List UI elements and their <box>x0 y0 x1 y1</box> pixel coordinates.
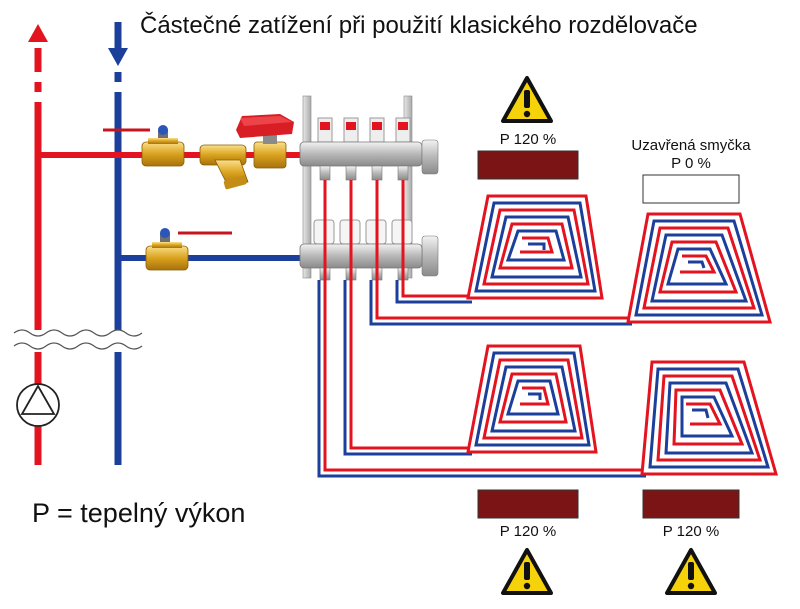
warning-icon <box>501 76 553 123</box>
diagram-title: Částečné zatížení při použití klasického… <box>140 12 698 39</box>
ball-valve-icon <box>103 125 185 167</box>
legend-text: P = tepelný výkon <box>32 498 246 528</box>
arrow-up-icon <box>28 24 48 42</box>
warning-icon <box>501 548 553 595</box>
actuator-icon <box>236 114 294 169</box>
heating-loop-4 <box>640 360 778 476</box>
load-bar-4 <box>642 489 740 519</box>
heating-loop-2 <box>626 212 772 324</box>
load-bar-3 <box>477 489 579 519</box>
heating-loop-1 <box>466 194 604 300</box>
loop-4-power-label: P 120 % <box>662 523 720 540</box>
load-bar-2 <box>642 174 740 204</box>
heating-loop-3 <box>466 344 598 454</box>
loop-3-power-label: P 120 % <box>499 523 557 540</box>
load-bar-1 <box>477 150 579 180</box>
pump-icon <box>16 383 60 427</box>
strainer-icon <box>199 144 249 190</box>
warning-icon <box>665 548 717 595</box>
loop-2-power-label: P 0 % <box>671 155 711 172</box>
manifold-icon <box>299 95 439 281</box>
ball-valve-icon <box>145 228 232 271</box>
arrow-down-icon <box>108 48 128 66</box>
loop-1-power-label: P 120 % <box>499 131 557 148</box>
loop-feed-pipes <box>317 180 646 478</box>
loop-2-status-label: Uzavřená smyčka <box>631 137 751 154</box>
pipe-break-mark <box>13 329 143 350</box>
